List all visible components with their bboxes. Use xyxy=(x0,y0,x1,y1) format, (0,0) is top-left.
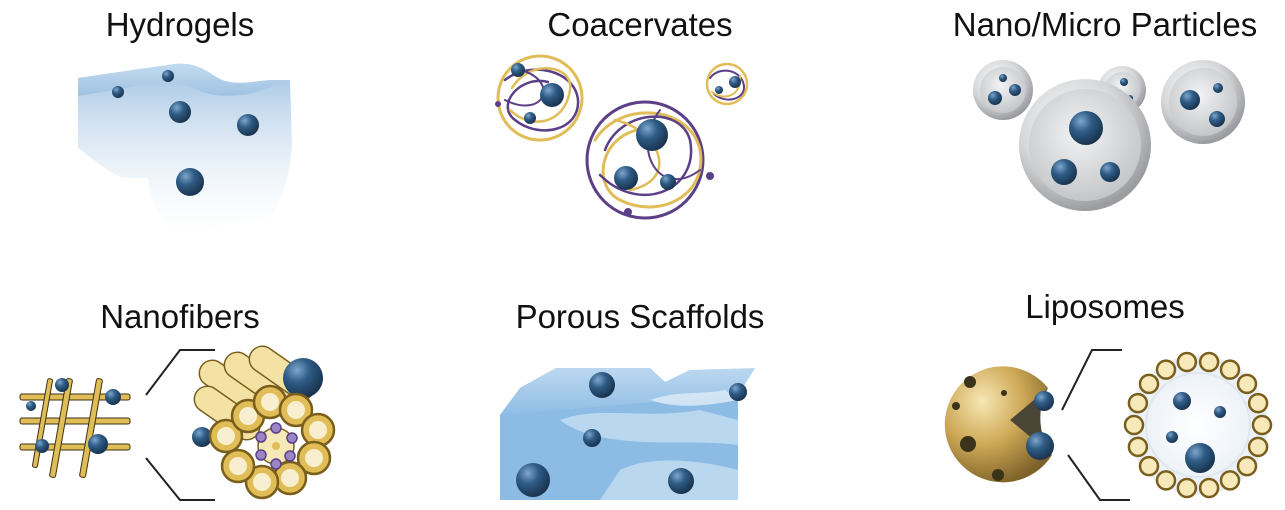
lipid-vesicle xyxy=(1178,353,1196,371)
porous-scaffold-illustration xyxy=(500,368,755,500)
drug-sphere xyxy=(516,463,550,497)
drug-sphere xyxy=(589,372,615,398)
lipid-vesicle xyxy=(1157,361,1175,379)
drug-sphere xyxy=(162,70,174,82)
drug-sphere xyxy=(668,468,694,494)
drug-sphere xyxy=(26,401,36,411)
lipid-vesicle xyxy=(1129,394,1147,412)
drug-sphere xyxy=(1034,391,1054,411)
particle xyxy=(1161,60,1245,144)
lipid-vesicle xyxy=(1249,438,1267,456)
particle xyxy=(973,60,1033,120)
hydrogel-illustration xyxy=(78,64,292,236)
liposome-cross-section xyxy=(1125,353,1271,497)
liposomes-illustration xyxy=(945,350,1271,500)
drug-sphere xyxy=(1026,432,1054,460)
drug-sphere xyxy=(88,434,108,454)
coacervate-droplet xyxy=(707,64,747,104)
lipid-vesicle xyxy=(1249,394,1267,412)
lipid-vesicle xyxy=(1140,457,1158,475)
coacervate-illustration xyxy=(495,56,747,218)
drug-sphere xyxy=(237,114,259,136)
lipid-vesicle xyxy=(1125,416,1143,434)
drug-sphere xyxy=(583,429,601,447)
drug-sphere xyxy=(169,101,191,123)
lipid-vesicle xyxy=(1157,471,1175,489)
lipid-vesicle xyxy=(1200,479,1218,497)
lipid-vesicle xyxy=(1200,353,1218,371)
nano-micro-particles-illustration xyxy=(973,60,1245,211)
zoom-bracket xyxy=(1068,455,1130,500)
lipid-vesicle xyxy=(1238,375,1256,393)
lipid-vesicle xyxy=(1178,479,1196,497)
coacervate-droplet xyxy=(587,102,714,218)
coacervate-droplet xyxy=(495,56,582,140)
lipid-vesicle xyxy=(1129,438,1147,456)
lipid-vesicle xyxy=(1253,416,1271,434)
drug-sphere xyxy=(105,389,121,405)
lipid-vesicle xyxy=(1221,361,1239,379)
drug-sphere xyxy=(729,383,747,401)
drug-sphere xyxy=(176,168,204,196)
lipid-vesicle xyxy=(1140,375,1158,393)
zoom-bracket xyxy=(146,458,215,500)
lipid-vesicle xyxy=(1221,471,1239,489)
drug-sphere xyxy=(55,378,69,392)
drug-sphere xyxy=(35,439,49,453)
lipid-vesicle xyxy=(1238,457,1256,475)
fiber-bundle xyxy=(189,341,334,498)
nanofibers-illustration xyxy=(20,341,334,500)
drug-sphere xyxy=(112,86,124,98)
zoom-bracket xyxy=(1062,350,1122,410)
particle xyxy=(1019,79,1151,211)
